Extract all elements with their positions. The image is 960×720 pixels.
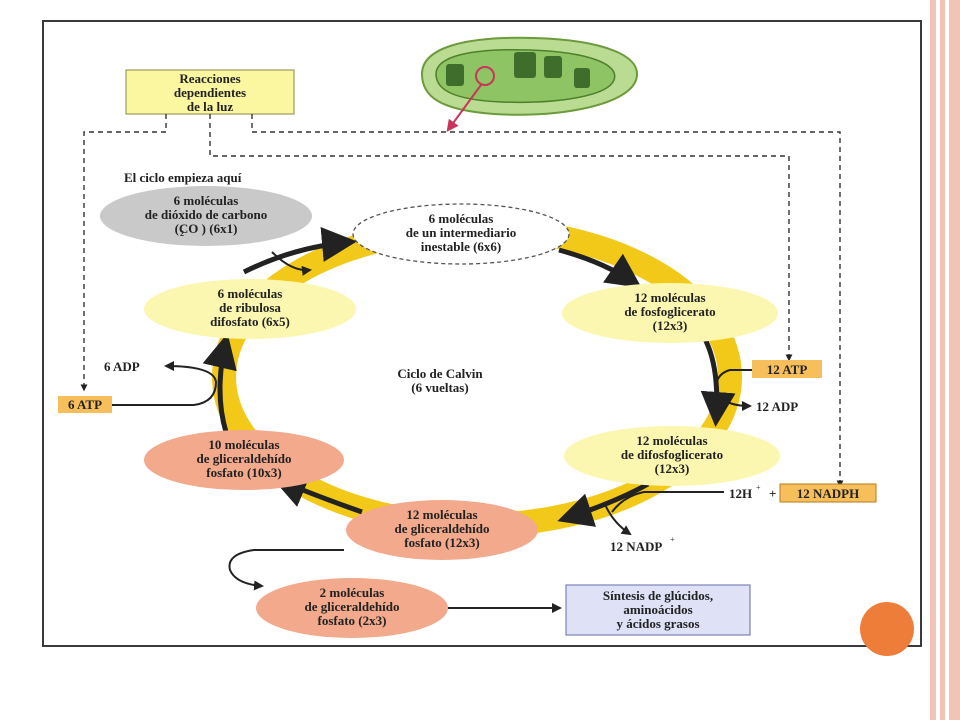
g3p-2-line-3: fosfato (2x3) [318, 613, 387, 628]
synthesis-line-1: Síntesis de glúcidos, [603, 588, 713, 603]
g3p-10-node: 10 moléculas de gliceraldehído fosfato (… [144, 430, 344, 490]
diphosphoglycerate-line-2: de difosfoglicerato [621, 447, 723, 462]
synthesis-box: Síntesis de glúcidos, aminoácidos y ácid… [565, 584, 751, 636]
phosphoglycerate-line-3: (12x3) [653, 318, 688, 333]
diphosphoglycerate-line-3: (12x3) [655, 461, 690, 476]
g3p-2-node: 2 moléculas de gliceraldehído fosfato (2… [256, 578, 448, 638]
diphosphoglycerate-node: 12 moléculas de difosfoglicerato (12x3) [564, 426, 780, 486]
synthesis-line-2: aminoácidos [623, 602, 692, 617]
synthesis-line-3: y ácidos grasos [616, 616, 699, 631]
h-12-label: 12H [729, 486, 752, 501]
g3p-2-line-1: 2 moléculas [320, 585, 385, 600]
light-reactions-line-1: Reacciones [179, 71, 240, 86]
co2-entry-arrow [271, 251, 312, 276]
dashed-supply-lines [80, 114, 844, 488]
cycle-arrows [202, 227, 736, 527]
phosphoglycerate-line-1: 12 moléculas [634, 290, 705, 305]
rubp-line-1: 6 moléculas [218, 286, 283, 301]
phosphoglycerate-node: 12 moléculas de fosfoglicerato (12x3) [562, 283, 778, 343]
g3p-branch-arrow [228, 549, 344, 591]
g3p-10-line-2: de gliceraldehído [197, 451, 292, 466]
intermediate-line-3: inestable (6x6) [421, 239, 502, 254]
plus-label: + [769, 486, 776, 501]
g3p-12-line-3: fosfato (12x3) [404, 535, 479, 550]
center-label-line-1: Ciclo de Calvin [397, 366, 483, 381]
co2-subscript: 2 [180, 229, 184, 238]
atp-12-input: 12 ATP 12 ADP [715, 360, 822, 414]
rubp-node: 6 moléculas de ribulosa difosfato (6x5) [144, 279, 356, 339]
co2-line-3: (CO ) (6x1) [175, 221, 238, 236]
chloroplast-illustration [420, 36, 638, 132]
nadp-12-label: 12 NADP [610, 539, 662, 554]
g3p-12-node: 12 moléculas de gliceraldehído fosfato (… [346, 500, 538, 560]
h-12-charge: + [756, 483, 761, 492]
light-reactions-line-3: de la luz [187, 99, 233, 114]
calvin-cycle-diagram: Reacciones dependientes de la luz El cic… [58, 36, 877, 638]
intermediate-node: 6 moléculas de un intermediario inestabl… [352, 203, 570, 265]
rubp-line-3: difosfato (6x5) [210, 314, 290, 329]
atp-6-label: 6 ATP [68, 397, 102, 412]
nadph-12-label: 12 NADPH [797, 486, 859, 501]
light-reactions-box: Reacciones dependientes de la luz [125, 69, 295, 115]
co2-line-2: de dióxido de carbono [145, 207, 267, 222]
decor-stripe-1 [930, 0, 936, 720]
co2-line-1: 6 moléculas [174, 193, 239, 208]
slide-corner-dot [860, 602, 914, 656]
rubp-line-2: de ribulosa [219, 300, 281, 315]
nadph-12-input: 12H + + 12 NADPH 12 NADP + [603, 483, 877, 554]
decor-stripe-2 [940, 0, 945, 720]
g3p-10-line-3: fosfato (10x3) [206, 465, 281, 480]
g3p-12-line-1: 12 moléculas [406, 507, 477, 522]
decor-stripe-3 [949, 0, 960, 720]
diagram-frame: Reacciones dependientes de la luz El cic… [42, 20, 922, 647]
intermediate-line-2: de un intermediario [406, 225, 517, 240]
adp-6-label: 6 ADP [104, 359, 140, 374]
center-label-line-2: (6 vueltas) [411, 380, 468, 395]
g3p-2-line-2: de gliceraldehído [305, 599, 400, 614]
atp-12-label: 12 ATP [767, 362, 808, 377]
phosphoglycerate-line-2: de fosfoglicerato [624, 304, 715, 319]
g3p-10-line-1: 10 moléculas [208, 437, 279, 452]
diphosphoglycerate-line-1: 12 moléculas [636, 433, 707, 448]
g3p-12-line-2: de gliceraldehído [395, 521, 490, 536]
adp-12-label: 12 ADP [756, 399, 798, 414]
intermediate-line-1: 6 moléculas [429, 211, 494, 226]
co2-node: 6 moléculas de dióxido de carbono (CO ) … [100, 186, 312, 246]
nadp-12-charge: + [670, 535, 675, 544]
start-label: El ciclo empieza aquí [124, 170, 242, 185]
light-reactions-line-2: dependientes [174, 85, 246, 100]
atp-6-input: 6 ATP 6 ADP [58, 359, 217, 413]
